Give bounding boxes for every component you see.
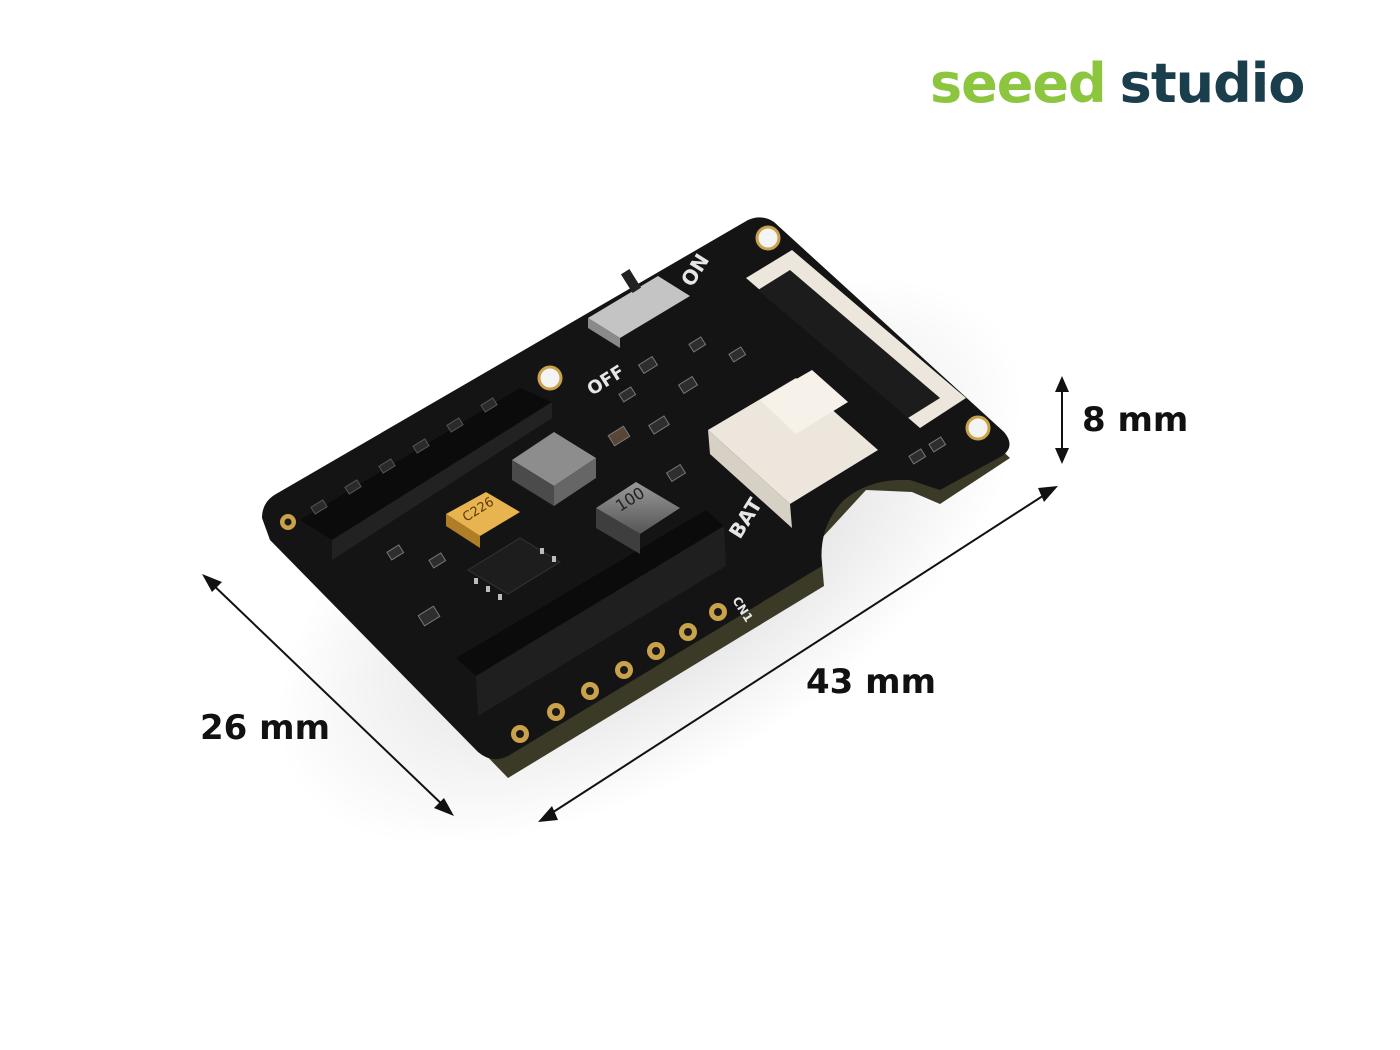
dimension-arrows <box>202 376 1069 822</box>
width-arrowhead-end <box>434 798 454 816</box>
length-arrowhead-start <box>538 806 558 822</box>
mounting-holes <box>537 225 991 441</box>
logo-word-seeed: seeed <box>930 52 1107 115</box>
width-dimension-line <box>207 579 449 811</box>
inductor-top <box>512 432 596 506</box>
height-dimension-label: 8 mm <box>1082 400 1189 440</box>
height-arrowhead-bottom <box>1055 448 1069 464</box>
inductor-100: 100 <box>596 482 680 554</box>
height-arrowhead-top <box>1055 376 1069 392</box>
tantalum-capacitor: C226 <box>446 492 520 548</box>
fpc-connector <box>746 250 966 428</box>
smd-components <box>386 336 947 627</box>
length-dimension-label: 43 mm <box>806 662 937 702</box>
length-arrowhead-end <box>1038 486 1058 502</box>
left-pin-header <box>280 388 552 560</box>
logo-word-studio: studio <box>1119 52 1306 115</box>
power-ic <box>467 537 561 600</box>
width-dimension-label: 26 mm <box>200 708 331 748</box>
width-arrowhead-start <box>202 574 222 592</box>
bottom-pin-header <box>456 510 727 743</box>
battery-connector <box>708 370 878 528</box>
length-dimension-line <box>543 489 1053 819</box>
power-switch <box>588 269 690 348</box>
